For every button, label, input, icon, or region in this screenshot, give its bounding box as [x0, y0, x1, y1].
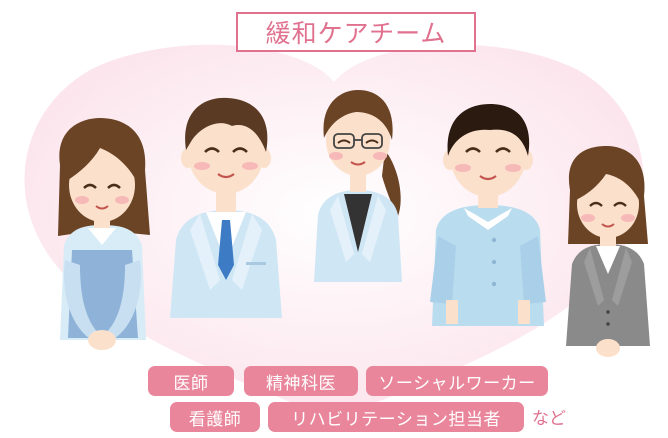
- nurse-woman-icon: [58, 118, 150, 350]
- team-title: 緩和ケアチーム: [236, 12, 476, 52]
- therapist-man-icon: [430, 104, 546, 326]
- role-badge-social-worker: ソーシャルワーカー: [366, 366, 548, 396]
- role-badge-nurse: 看護師: [170, 402, 260, 432]
- social-worker-woman-icon: [566, 146, 650, 357]
- role-badge-doctor: 医師: [148, 366, 234, 396]
- role-badge-psychiatrist: 精神科医: [244, 366, 358, 396]
- role-badge-rehabilitation: リハビリテーション担当者: [268, 402, 524, 432]
- doctor-man-icon: [170, 97, 282, 318]
- etc-label: など: [532, 409, 566, 429]
- psychiatrist-woman-icon: [314, 90, 402, 282]
